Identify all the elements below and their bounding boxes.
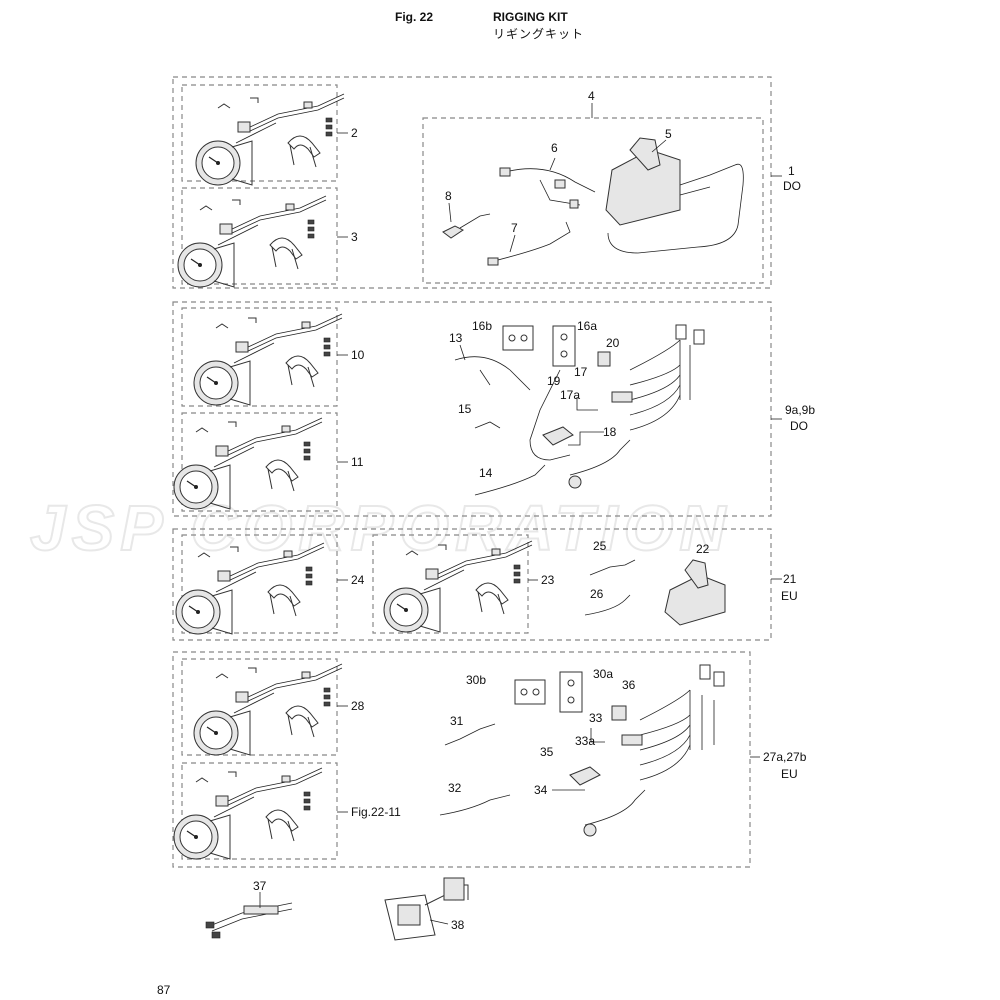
label-7: 7 — [511, 221, 518, 235]
label-37: 37 — [253, 879, 267, 893]
label-33: 33 — [589, 711, 603, 725]
label-27: 27a,27b — [763, 750, 807, 764]
label-3: 3 — [351, 230, 358, 244]
label-35: 35 — [540, 745, 554, 759]
label-28: 28 — [351, 699, 365, 713]
label-fig22-11: Fig.22-11 — [351, 805, 401, 819]
group-kit-28 — [181, 658, 338, 756]
cable-14 — [474, 464, 546, 496]
label-eu-1: EU — [781, 589, 798, 603]
label-19: 19 — [547, 374, 561, 388]
gauge-kit-28 — [194, 664, 342, 755]
lanyard-31 — [444, 723, 496, 746]
label-20: 20 — [606, 336, 620, 350]
label-5: 5 — [665, 127, 672, 141]
label-32: 32 — [448, 781, 462, 795]
label-17a: 17a — [560, 388, 580, 402]
control-lever-22 — [684, 559, 709, 589]
label-6: 6 — [551, 141, 558, 155]
label-21: 21 — [783, 572, 797, 586]
label-15: 15 — [458, 402, 472, 416]
switch-19 — [542, 426, 574, 446]
label-33a: 33a — [575, 734, 595, 748]
label-16b: 16b — [472, 319, 492, 333]
label-14: 14 — [479, 466, 493, 480]
label-18: 18 — [603, 425, 617, 439]
cable-26 — [584, 594, 631, 616]
group-kit-9 — [172, 301, 772, 517]
gauge-kit-2 — [196, 94, 344, 185]
label-34: 34 — [534, 783, 548, 797]
switch-35 — [569, 766, 601, 786]
label-16a: 16a — [577, 319, 597, 333]
gauge-kit-3 — [178, 196, 326, 287]
panel-plate-30a — [559, 671, 583, 713]
connector-20 — [597, 351, 611, 367]
label-13: 13 — [449, 331, 463, 345]
group-kit-4 — [422, 117, 764, 284]
label-8: 8 — [445, 189, 452, 203]
label-36: 36 — [622, 678, 636, 692]
label-24: 24 — [351, 573, 365, 587]
lanyard-8 — [442, 225, 464, 239]
panel-plate-16b — [502, 325, 534, 351]
label-do-1: DO — [783, 179, 801, 193]
extension-harness-18 — [629, 339, 681, 431]
watermark-text: JSP CORPORATION — [30, 492, 732, 564]
label-38: 38 — [451, 918, 465, 932]
label-31: 31 — [450, 714, 464, 728]
label-10: 10 — [351, 348, 365, 362]
figure-title-japanese: リギングキット — [493, 27, 585, 41]
label-eu-2: EU — [781, 767, 798, 781]
gauge-kit-fig22-11 — [174, 768, 322, 859]
cable-32 — [439, 794, 511, 816]
gauge-kit-10 — [194, 314, 342, 405]
label-1: 1 — [788, 164, 795, 178]
label-26: 26 — [590, 587, 604, 601]
harness-13 — [454, 356, 531, 391]
label-25: 25 — [593, 539, 607, 553]
extension-harness-34 — [639, 689, 691, 781]
lanyard-15 — [474, 421, 501, 429]
lanyard-25 — [589, 559, 636, 576]
label-11: 11 — [351, 455, 364, 469]
page-number: 87 — [157, 983, 171, 997]
control-lever-5 — [629, 137, 661, 171]
label-2: 2 — [351, 126, 358, 140]
group-kit-3 — [181, 187, 338, 285]
label-do-2: DO — [790, 419, 808, 433]
group-kit-fig22-11 — [181, 762, 338, 860]
connector-33 — [621, 734, 643, 746]
panel-plate-16a — [552, 325, 576, 367]
label-17: 17 — [574, 365, 588, 379]
connector-36 — [611, 705, 627, 721]
group-kit-21 — [172, 528, 772, 641]
figure-number: Fig. 22 — [395, 10, 434, 24]
label-4: 4 — [588, 89, 595, 103]
label-22: 22 — [696, 542, 710, 556]
label-9: 9a,9b — [785, 403, 815, 417]
main-harness-6 — [504, 168, 596, 206]
label-23: 23 — [541, 573, 555, 587]
panel-plate-30b — [514, 679, 546, 705]
group-kit-1 — [172, 76, 772, 289]
group-kit-27 — [172, 651, 751, 868]
label-30a: 30a — [593, 667, 613, 681]
cable-7 — [489, 221, 571, 263]
label-30b: 30b — [466, 673, 486, 687]
figure-title: RIGGING KIT — [493, 10, 568, 24]
switch-panel-38 — [384, 894, 436, 941]
connector-17 — [611, 391, 633, 403]
